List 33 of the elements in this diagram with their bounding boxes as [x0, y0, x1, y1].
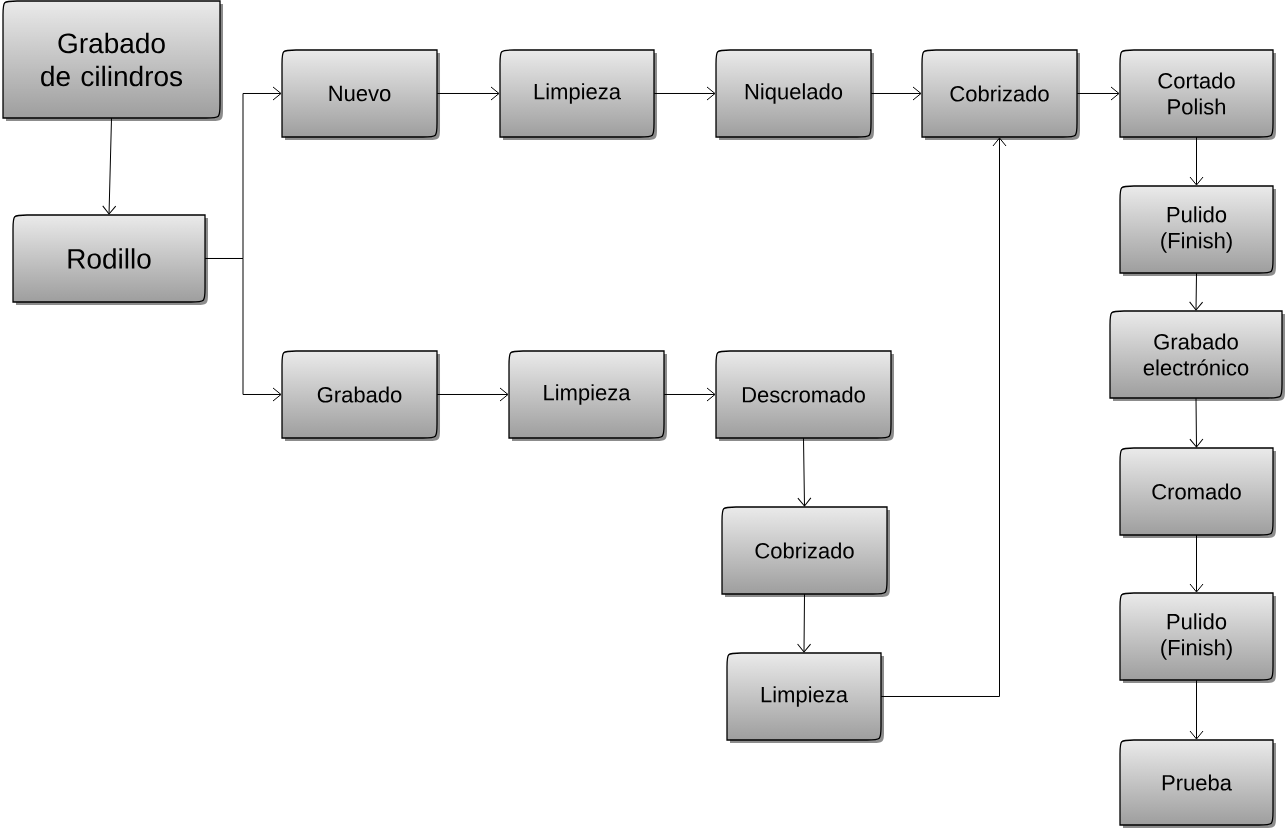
process-box: Grabado: [281, 350, 440, 441]
process-box: Cobrizado: [921, 49, 1080, 140]
arrow: [663, 387, 716, 402]
arrow: [1189, 679, 1204, 740]
arrow: [797, 437, 812, 507]
arrow: [1076, 86, 1120, 101]
process-box: Grabado electrónico: [1109, 310, 1285, 401]
arrow: [1189, 136, 1204, 186]
process-box: Limpieza: [499, 49, 657, 140]
process-box: Cromado: [1119, 447, 1276, 538]
process-box: Prueba: [1119, 739, 1276, 828]
process-box: Rodillo: [12, 214, 208, 305]
arrow: [436, 86, 500, 101]
arrow: [870, 86, 922, 101]
arrow: [880, 137, 1007, 697]
process-box: Cobrizado: [721, 506, 890, 597]
process-box: Niquelado: [715, 49, 874, 140]
arrow: [1189, 397, 1204, 448]
process-box: Nuevo: [281, 49, 440, 140]
process-box: Pulido (Finish): [1119, 185, 1276, 276]
arrow: [436, 387, 509, 402]
arrow: [653, 86, 716, 101]
process-box: Pulido (Finish): [1119, 592, 1276, 683]
process-box: Cortado Polish: [1119, 49, 1276, 140]
process-box: Limpieza: [726, 652, 884, 743]
process-box: Limpieza: [508, 350, 667, 441]
arrow: [102, 117, 117, 215]
arrow: [1189, 534, 1204, 593]
arrow: [1189, 272, 1204, 311]
arrow: [204, 258, 282, 402]
process-box: Descromado: [715, 350, 894, 441]
process-box: Grabado de cilindros: [2, 0, 223, 121]
arrow: [797, 593, 812, 653]
